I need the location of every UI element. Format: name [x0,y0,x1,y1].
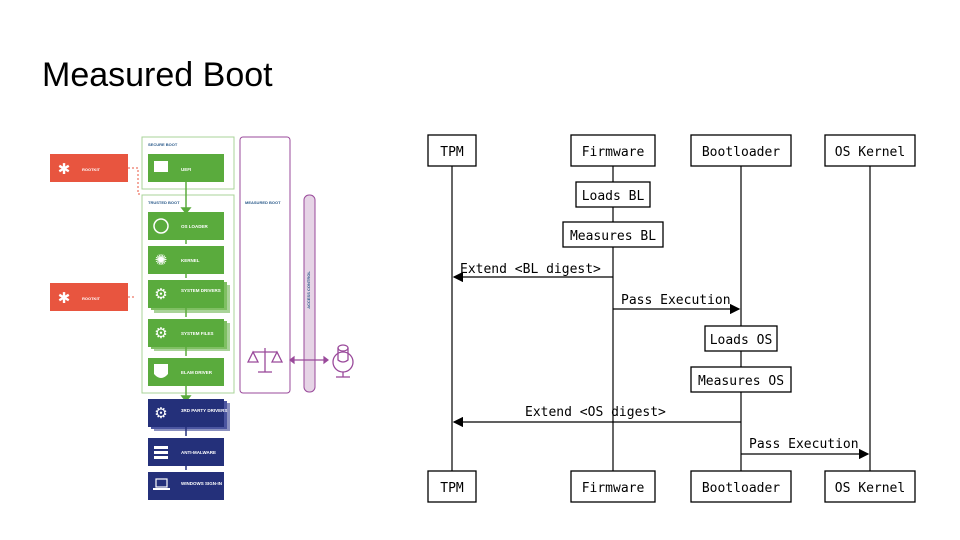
svg-text:Extend <BL digest>: Extend <BL digest> [460,262,601,277]
message-extend-os-digest: Extend <OS digest> [452,405,741,428]
bug-icon: ✱ [58,161,71,178]
os-loader-label: OS LOADER [181,224,209,229]
svg-text:Firmware: Firmware [582,481,645,496]
svg-text:Bootloader: Bootloader [702,145,780,160]
uefi-label: UEFI [181,167,191,172]
elam-driver-step: ELAM DRIVER [148,358,224,386]
svg-text:Measures OS: Measures OS [698,374,784,389]
measured-boot-frame [239,136,291,394]
laptop-icon [153,478,170,490]
note-measures-bl: Measures BL [562,221,664,248]
svg-text:Loads OS: Loads OS [710,333,773,348]
access-control-bar [303,194,316,393]
monitor-icon [154,161,168,172]
svg-text:Pass Execution: Pass Execution [621,293,731,308]
note-loads-os: Loads OS [704,325,778,352]
participant-firmware-top: Firmware [570,134,656,167]
svg-text:TPM: TPM [440,481,464,496]
svg-text:Measures BL: Measures BL [570,229,656,244]
participant-firmware-bottom: Firmware [570,470,656,503]
elam-driver-label: ELAM DRIVER [181,370,213,375]
svg-text:Pass Execution: Pass Execution [749,437,859,452]
svg-text:TPM: TPM [440,145,464,160]
kernel-label: KERNEL [181,258,200,263]
system-drivers-label: SYSTEM DRIVERS [181,288,221,293]
participant-os-kernel-top: OS Kernel [824,134,916,167]
system-files-label: SYSTEM FILES [181,331,214,336]
slide-title: Measured Boot [42,56,273,94]
participant-tpm-top: TPM [427,134,477,167]
firewall-icon [154,446,168,459]
participant-bootloader-bottom: Bootloader [690,470,792,503]
note-loads-bl: Loads BL [575,181,651,208]
svg-text:OS Kernel: OS Kernel [835,145,905,160]
rootkit-badge-top: ✱ ROOTKIT [50,154,128,182]
windows-sign-in-step: WINDOWS SIGN-IN [148,472,224,500]
message-pass-execution-1: Pass Execution [613,293,741,315]
bug-icon: ✱ [58,290,71,307]
double-arrow [289,355,329,365]
anti-malware-step: ANTI-MALWARE [148,438,224,466]
flow-arrows [180,182,192,403]
participant-os-kernel-bottom: OS Kernel [824,470,916,503]
sequence-diagram: TPM Firmware Bootloader OS Kernel TPM Fi… [427,134,916,503]
rootkit-badge-bottom: ✱ ROOTKIT [50,283,128,311]
svg-text:Extend <OS digest>: Extend <OS digest> [525,405,666,420]
shield-icon [154,364,168,378]
kernel-step: ✺ KERNEL [148,246,224,274]
participant-tpm-bottom: TPM [427,470,477,503]
message-pass-execution-2: Pass Execution [741,437,870,460]
secure-boot-frame [141,136,235,190]
access-control-label: ACCESS CONTROL [306,271,311,309]
participant-bootloader-top: Bootloader [690,134,792,167]
trusted-boot-label: TRUSTED BOOT [148,200,180,205]
os-loader-step: OS LOADER [148,212,224,240]
windows-sign-in-label: WINDOWS SIGN-IN [181,481,222,486]
attack-arrow [128,167,142,195]
system-files-step: ⚙ SYSTEM FILES [148,319,230,351]
kernel-icon: ✺ [155,252,168,269]
anti-malware-label: ANTI-MALWARE [181,450,216,455]
third-party-drivers-step: ⚙ 3RD PARTY DRIVERS [148,399,230,431]
server-icon [332,344,354,378]
uefi-step: UEFI [148,154,224,182]
gears-icon: ⚙ [154,286,167,303]
svg-text:OS Kernel: OS Kernel [835,481,905,496]
trusted-boot-frame [141,194,235,394]
svg-text:Firmware: Firmware [582,145,645,160]
gears-icon: ⚙ [154,405,167,422]
svg-text:Bootloader: Bootloader [702,481,780,496]
measured-boot-label: MEASURED BOOT [245,200,281,205]
system-drivers-step: ⚙ SYSTEM DRIVERS [148,280,230,313]
boot-process-figure: ✱ ROOTKIT ✱ ROOTKIT SECURE BOOT TRUSTED … [50,136,354,500]
svg-text:Loads BL: Loads BL [582,189,645,204]
gear-icon: ⚙ [154,325,167,342]
os-loader-icon [153,218,169,234]
rootkit-label: ROOTKIT [82,296,101,301]
message-extend-bl-digest: Extend <BL digest> [452,262,613,283]
note-measures-os: Measures OS [690,366,792,393]
scales-icon [246,348,284,373]
third-party-drivers-label: 3RD PARTY DRIVERS [181,408,227,413]
secure-boot-label: SECURE BOOT [148,142,178,147]
rootkit-label: ROOTKIT [82,167,101,172]
